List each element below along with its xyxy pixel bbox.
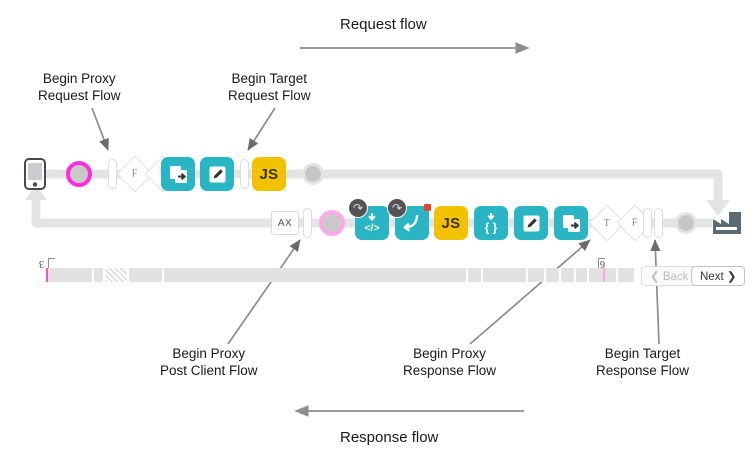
callout-line-2: Request Flow [228,87,311,103]
capsule-icon [303,208,312,238]
timeline-divider [92,268,94,282]
policy-javascript-2[interactable]: JS [434,206,468,240]
callout-begin-proxy-post-client-flow: Begin Proxy Post Client Flow [160,346,258,380]
revert-badge-icon[interactable]: ↷ [348,198,368,218]
timeline-hatched-segment [105,268,127,282]
callout-line-1: Begin Target [604,346,681,361]
timeline-divider [127,268,129,282]
policy-json-braces[interactable]: { } [474,206,508,240]
edit-policy-icon [200,157,234,191]
json-braces-icon: { } [474,206,508,240]
capsule-icon [643,208,652,238]
pencil-on-page-glyph [209,166,225,182]
pencil-on-page-glyph [523,215,539,231]
begin-proxy-request-flow-node[interactable] [66,161,92,187]
request-flow-end-circle[interactable] [302,163,324,185]
policy-assign-message-2[interactable] [554,206,588,240]
policy-edit-1[interactable] [200,157,234,191]
timeline-divider [544,268,546,282]
timeline-divider [574,268,576,282]
begin-proxy-post-client-flow-node[interactable] [319,210,345,236]
request-flow-title: Request flow [340,16,427,33]
javascript-policy-icon: JS [434,206,468,240]
begin-target-response-flow-node[interactable] [643,208,652,238]
response-flow-title: Response flow [340,429,439,446]
edit-policy-icon [514,206,548,240]
flow-separator-capsule[interactable] [654,208,663,238]
timeline-divider [466,268,468,282]
svg-text:</>: </> [364,222,379,234]
timeline-divider [103,268,105,282]
trace-timeline-track[interactable] [46,268,634,282]
callout-line-1: Begin Proxy [172,346,246,361]
timeline-divider [559,268,561,282]
timeline-divider [481,268,483,282]
curved-arrow-glyph [403,214,419,232]
xml-code-icon: </> [355,206,389,240]
flow-end-circle-icon [302,163,324,185]
timeline-divider [526,268,528,282]
timeline-flag-left-label: 3 [39,258,44,269]
code-brackets-glyph: </> [364,213,380,234]
svg-text:{ }: { } [485,221,498,235]
flow-start-ring-icon [319,210,345,236]
timeline-divider [587,268,589,282]
policy-xml-code[interactable]: </> ↷ [348,198,389,240]
response-flow-end-circle[interactable] [675,212,697,234]
callout-line-1: Begin Proxy [42,71,116,86]
revert-badge-icon[interactable]: ↷ [387,198,407,218]
timeline-flag-left-leader [48,258,55,268]
timeline-divider [162,268,164,282]
ax-icon: AX [271,211,299,235]
callout-begin-proxy-response-flow: Begin Proxy Response Flow [403,346,496,380]
capsule-icon [240,159,249,189]
ax-analytics-node[interactable]: AX [271,211,299,235]
capsule-icon [654,208,663,238]
callout-begin-target-response-flow: Begin Target Response Flow [596,346,689,380]
braces-glyph: { } [485,213,498,235]
policy-javascript-1[interactable]: JS [252,157,286,191]
callout-line-1: Begin Target [231,71,308,86]
flow-end-circle-icon [675,212,697,234]
assign-message-icon [554,206,588,240]
factory-glyph [713,212,741,234]
timeline-marker-right [603,268,605,282]
smartphone-glyph [24,158,46,190]
javascript-policy-icon: JS [252,157,286,191]
flow-separator-capsule[interactable] [303,208,312,238]
copy-arrow-glyph [562,214,580,232]
flow-separator-capsule[interactable] [108,159,117,189]
capsule-icon [108,159,117,189]
callout-line-2: Post Client Flow [160,362,258,378]
flow-start-ring-icon [66,161,92,187]
back-button[interactable]: ❮ Back [641,266,698,286]
policy-raise-fault[interactable]: ↷ [387,198,431,240]
copy-arrow-glyph [169,165,187,183]
policy-edit-2[interactable] [514,206,548,240]
begin-target-request-flow-node[interactable] [240,159,249,189]
error-indicator-icon [424,204,431,211]
callout-line-1: Begin Proxy [413,346,486,361]
next-button[interactable]: Next ❯ [691,266,746,286]
client-device-icon[interactable] [24,158,46,190]
policy-assign-message-1[interactable] [161,157,195,191]
callout-begin-target-request-flow: Begin Target Request Flow [228,71,311,105]
timeline-marker-left [46,268,48,282]
timeline-flag-right-leader [598,258,605,268]
callout-begin-proxy-request-flow: Begin Proxy Request Flow [38,71,121,105]
callout-line-2: Response Flow [596,362,690,378]
callout-line-2: Request Flow [38,87,121,103]
callout-line-2: Response Flow [403,362,497,378]
assign-message-icon [161,157,195,191]
timeline-divider [616,268,618,282]
timeline-flag-right-label: 6 [600,258,605,269]
target-endpoint-icon[interactable] [712,209,742,235]
